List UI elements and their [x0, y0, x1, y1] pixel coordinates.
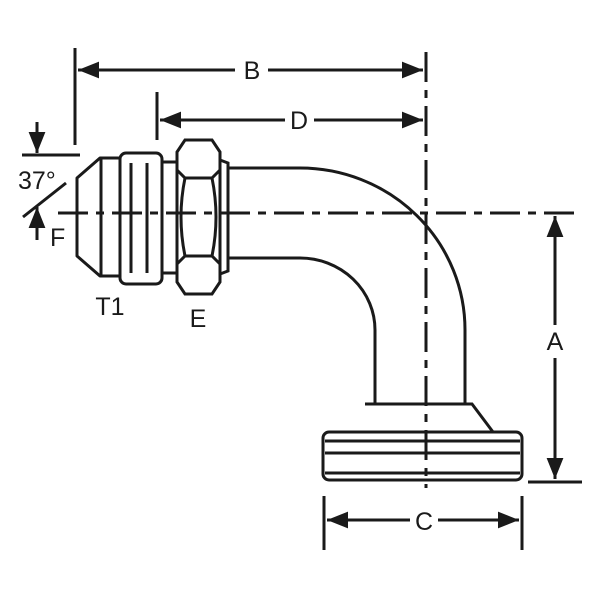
- dim-b-label: B: [244, 57, 261, 85]
- dim-d-label: D: [290, 107, 308, 135]
- dim-a-label: A: [547, 328, 564, 356]
- dim-c-label: C: [415, 508, 433, 536]
- thread-label: T1: [95, 293, 124, 321]
- angle-label: 37°: [18, 167, 56, 195]
- tube-outer: [228, 166, 467, 404]
- hex-flat-bottom: [175, 254, 222, 266]
- hex-flat-top: [175, 168, 222, 180]
- hex-nut: [175, 138, 222, 296]
- tube-inner: [228, 256, 377, 404]
- flange-taper: [345, 402, 496, 434]
- flare-nose: [75, 156, 122, 278]
- flange-ring: [321, 430, 524, 482]
- hex-label: E: [190, 305, 207, 333]
- dim-f-label: F: [50, 224, 65, 252]
- thread-section: [118, 151, 164, 286]
- hex-face: [179, 177, 218, 257]
- collar: [219, 158, 230, 276]
- neck: [160, 160, 179, 275]
